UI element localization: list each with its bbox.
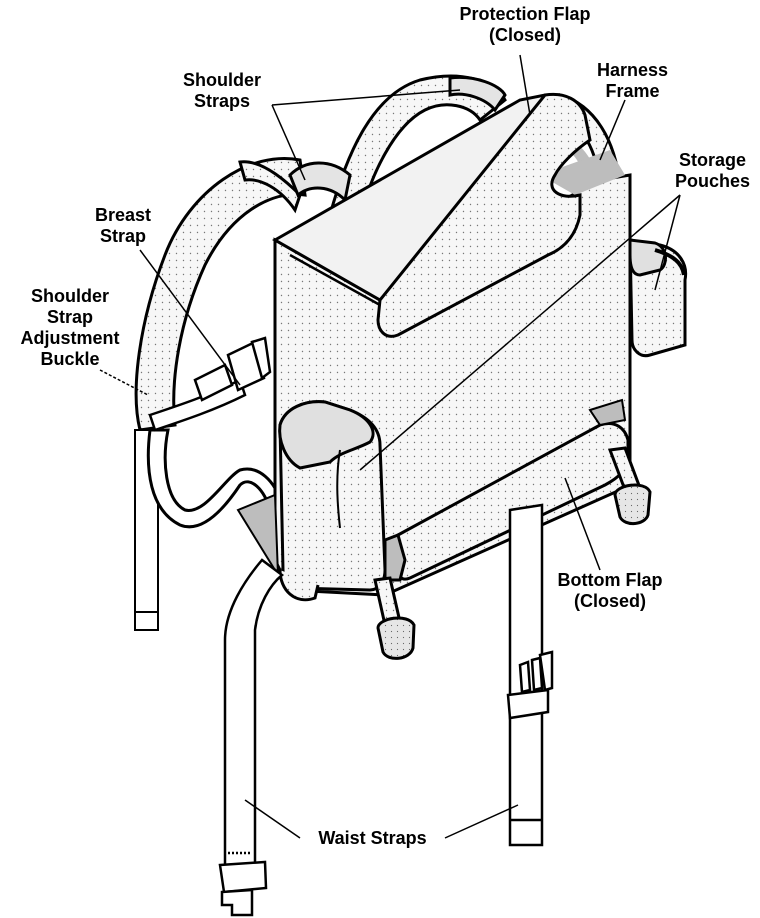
label-storage-pouches-line1: Storage	[678, 150, 747, 170]
frame-legs	[278, 446, 652, 660]
protection-flap	[289, 92, 592, 338]
label-adjustment-buckle: Shoulder Strap Adjustment Buckle	[10, 286, 130, 370]
label-shoulder-straps-line2: Straps	[193, 91, 251, 111]
label-bottom-flap-line1: Bottom Flap	[557, 570, 663, 590]
breast-strap	[148, 378, 247, 432]
label-adjustment-buckle-line1: Shoulder	[30, 286, 109, 306]
leader-shoulder-straps-a	[271, 104, 306, 181]
label-adjustment-buckle-line2: Strap	[46, 307, 93, 327]
label-adjustment-buckle-line3: Adjustment	[20, 328, 120, 348]
right-waist-buckle	[506, 650, 554, 720]
label-storage-pouches-line2: Pouches	[674, 171, 751, 191]
label-waist-straps-line1: Waist Straps	[318, 828, 427, 848]
side-gusset	[236, 493, 280, 579]
leader-protection-flap	[519, 54, 531, 116]
left-waist-buckle	[218, 860, 268, 917]
label-bottom-flap: Bottom Flap (Closed)	[545, 570, 675, 612]
leader-shoulder-straps-b	[271, 89, 461, 106]
label-protection-flap-line2: (Closed)	[489, 25, 561, 45]
label-breast-strap-line2: Strap	[99, 226, 146, 246]
label-bottom-flap-line2: (Closed)	[574, 591, 646, 611]
label-protection-flap: Protection Flap (Closed)	[440, 4, 610, 46]
storage-pouch-right	[628, 238, 688, 358]
breast-strap-buckle	[193, 336, 272, 402]
leader-waist-straps-a	[244, 799, 301, 839]
leader-waist-straps-b	[444, 804, 519, 839]
label-harness-frame-line2: Frame	[605, 81, 660, 101]
label-harness-frame: Harness Frame	[585, 60, 680, 102]
leader-adjustment-buckle	[99, 369, 149, 396]
leader-bottom-flap	[564, 477, 601, 571]
label-breast-strap: Breast Strap	[78, 205, 168, 247]
leader-storage-pouches-a	[654, 194, 681, 291]
storage-pouch-left	[278, 400, 387, 592]
leader-storage-pouches-b	[359, 194, 681, 471]
label-storage-pouches: Storage Pouches	[665, 150, 760, 192]
label-waist-straps: Waist Straps	[300, 828, 445, 849]
leader-lines	[99, 54, 681, 839]
leader-harness-frame	[599, 99, 626, 161]
label-shoulder-straps-line1: Shoulder	[182, 70, 261, 90]
label-breast-strap-line1: Breast	[94, 205, 152, 225]
label-harness-frame-line1: Harness	[596, 60, 669, 80]
label-adjustment-buckle-line4: Buckle	[40, 349, 100, 369]
leader-breast-strap	[139, 249, 241, 386]
label-protection-flap-line1: Protection Flap	[459, 4, 591, 24]
label-shoulder-straps: Shoulder Straps	[172, 70, 272, 112]
